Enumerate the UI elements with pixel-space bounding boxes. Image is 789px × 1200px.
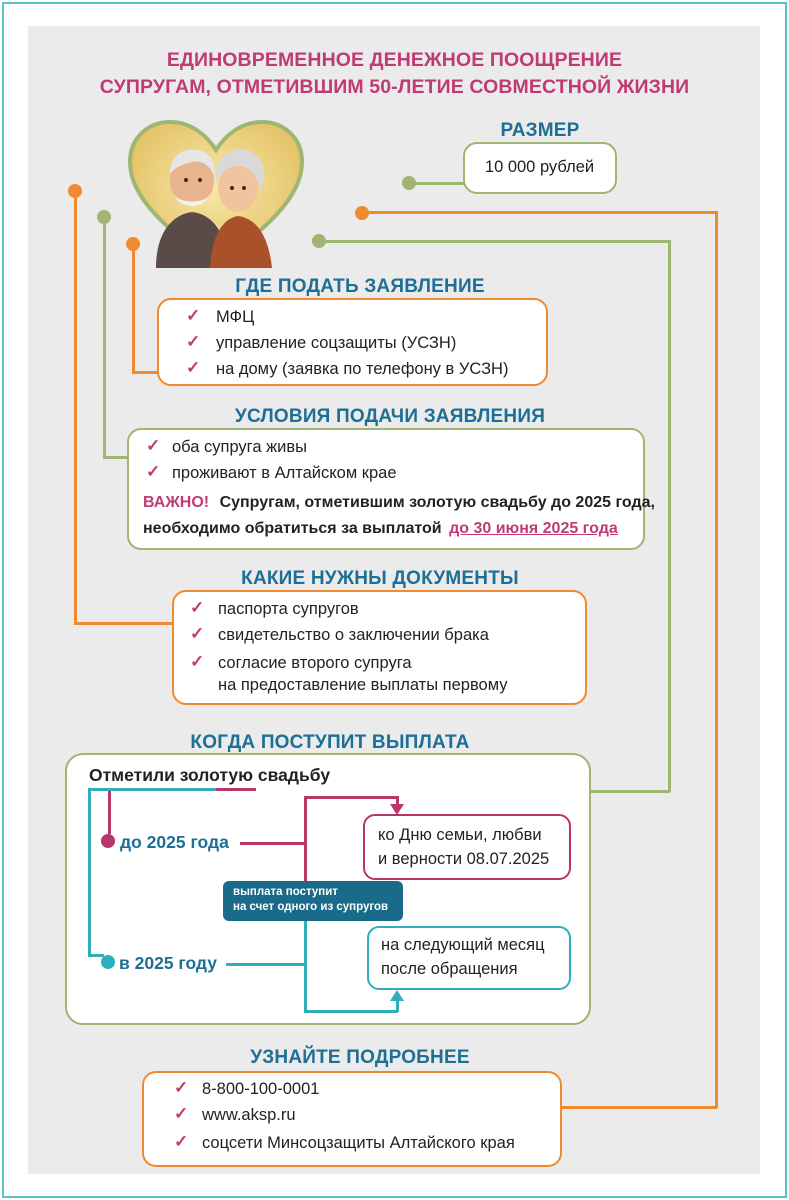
connector-line bbox=[324, 240, 670, 243]
arrow-down-icon bbox=[390, 804, 404, 815]
connector-line bbox=[88, 788, 91, 956]
check-icon: ✓ bbox=[186, 306, 201, 325]
before-result-line-1: ко Дню семьи, любви bbox=[378, 826, 542, 844]
size-amount: 10 000 рублей bbox=[484, 158, 595, 176]
important-note: ВАЖНО! Супругам, отметившим золотую свад… bbox=[143, 494, 655, 512]
document-item-continued: на предоставление выплаты первому bbox=[218, 676, 508, 694]
where-item: МФЦ bbox=[216, 308, 255, 326]
connector-line bbox=[74, 196, 77, 624]
payment-subtitle: Отметили золотую свадьбу bbox=[89, 765, 331, 785]
where-box bbox=[157, 298, 548, 386]
check-icon: ✓ bbox=[186, 332, 201, 351]
connector-line bbox=[132, 249, 135, 373]
phone-number: 8-800-100-0001 bbox=[202, 1080, 320, 1098]
bullet-dot bbox=[101, 834, 115, 848]
before-result-line-2: и верности 08.07.2025 bbox=[378, 850, 550, 868]
elderly-couple-heart-illustration bbox=[127, 119, 305, 268]
where-heading: ГДЕ ПОДАТЬ ЗАЯВЛЕНИЕ bbox=[235, 276, 485, 297]
more-box bbox=[142, 1071, 562, 1167]
check-icon: ✓ bbox=[146, 462, 161, 481]
connector-line bbox=[88, 788, 216, 791]
check-icon: ✓ bbox=[146, 436, 161, 455]
social-media-item: соцсети Минсоцзащиты Алтайского края bbox=[202, 1134, 515, 1152]
payment-heading: КОГДА ПОСТУПИТ ВЫПЛАТА bbox=[190, 732, 470, 753]
connector-line bbox=[103, 456, 129, 459]
check-icon: ✓ bbox=[186, 358, 201, 377]
payment-note-line-1: выплата поступит bbox=[233, 886, 338, 898]
connector-line bbox=[414, 182, 464, 185]
check-icon: ✓ bbox=[190, 598, 205, 617]
before-2025-label: до 2025 года bbox=[120, 832, 229, 852]
condition-item: проживают в Алтайском крае bbox=[172, 464, 397, 482]
document-item: паспорта супругов bbox=[218, 600, 359, 618]
bullet-dot bbox=[101, 955, 115, 969]
connector-line bbox=[108, 788, 111, 834]
connector-line bbox=[132, 371, 158, 374]
connector-dot bbox=[126, 237, 140, 251]
during-result-line-2: после обращения bbox=[381, 960, 518, 978]
during-result-box bbox=[367, 926, 571, 990]
size-box: 10 000 рублей bbox=[463, 142, 617, 194]
connector-line bbox=[304, 796, 307, 886]
conditions-heading: УСЛОВИЯ ПОДАЧИ ЗАЯВЛЕНИЯ bbox=[234, 406, 546, 427]
condition-item: оба супруга живы bbox=[172, 438, 307, 456]
important-text: Супругам, отметившим золотую свадьбу до … bbox=[219, 494, 655, 511]
connector-line bbox=[560, 1106, 717, 1109]
document-item: согласие второго супруга bbox=[218, 654, 412, 672]
connector-line bbox=[304, 912, 307, 1012]
check-icon: ✓ bbox=[190, 652, 205, 671]
check-icon: ✓ bbox=[174, 1104, 189, 1123]
connector-dot bbox=[355, 206, 369, 220]
page-title-line-2: СУПРУГАМ, ОТМЕТИВШИМ 50-ЛЕТИЕ СОВМЕСТНОЙ… bbox=[99, 76, 690, 98]
connector-line bbox=[668, 240, 671, 792]
connector-dot bbox=[402, 176, 416, 190]
documents-heading: КАКИЕ НУЖНЫ ДОКУМЕНТЫ bbox=[241, 568, 519, 589]
more-heading: УЗНАЙТЕ ПОДРОБНЕЕ bbox=[250, 1047, 470, 1068]
payment-note-line-2: на счет одного из супругов bbox=[233, 901, 389, 913]
conditions-box bbox=[127, 428, 645, 550]
connector-line bbox=[396, 998, 399, 1012]
connector-line bbox=[367, 211, 717, 214]
important-label: ВАЖНО! bbox=[143, 494, 210, 511]
where-item: на дому (заявка по телефону в УСЗН) bbox=[216, 360, 509, 378]
connector-line bbox=[304, 1010, 398, 1013]
connector-line bbox=[715, 211, 718, 1108]
connector-line bbox=[590, 790, 670, 793]
connector-line bbox=[88, 954, 104, 957]
arrow-up-icon bbox=[390, 990, 404, 1001]
before-result-box bbox=[363, 814, 571, 880]
connector-line bbox=[304, 796, 398, 799]
deadline-date: до 30 июня 2025 года bbox=[449, 520, 618, 537]
size-heading: РАЗМЕР bbox=[500, 120, 580, 141]
check-icon: ✓ bbox=[174, 1078, 189, 1097]
connector-line bbox=[103, 222, 106, 458]
document-item: свидетельство о заключении брака bbox=[218, 626, 489, 644]
connector-line bbox=[240, 842, 306, 845]
where-item: управление соцзащиты (УСЗН) bbox=[216, 334, 457, 352]
connector-line bbox=[396, 796, 399, 810]
check-icon: ✓ bbox=[174, 1132, 189, 1151]
important-note-line-2: необходимо обратиться за выплатой до 30 … bbox=[143, 520, 618, 538]
connector-dot bbox=[97, 210, 111, 224]
page-title-line-1: ЕДИНОВРЕМЕННОЕ ДЕНЕЖНОЕ ПООЩРЕНИЕ bbox=[166, 49, 623, 71]
during-result-line-1: на следующий месяц bbox=[381, 936, 545, 954]
connector-line bbox=[74, 622, 174, 625]
check-icon: ✓ bbox=[190, 624, 205, 643]
connector-dot bbox=[312, 234, 326, 248]
website-link: www.aksp.ru bbox=[202, 1106, 296, 1124]
documents-box bbox=[172, 590, 587, 705]
important-text: необходимо обратиться за выплатой bbox=[143, 520, 442, 537]
connector-line bbox=[226, 963, 306, 966]
payment-note-badge: выплата поступит на счет одного из супру… bbox=[223, 881, 403, 921]
in-2025-label: в 2025 году bbox=[119, 953, 217, 973]
connector-dot bbox=[68, 184, 82, 198]
